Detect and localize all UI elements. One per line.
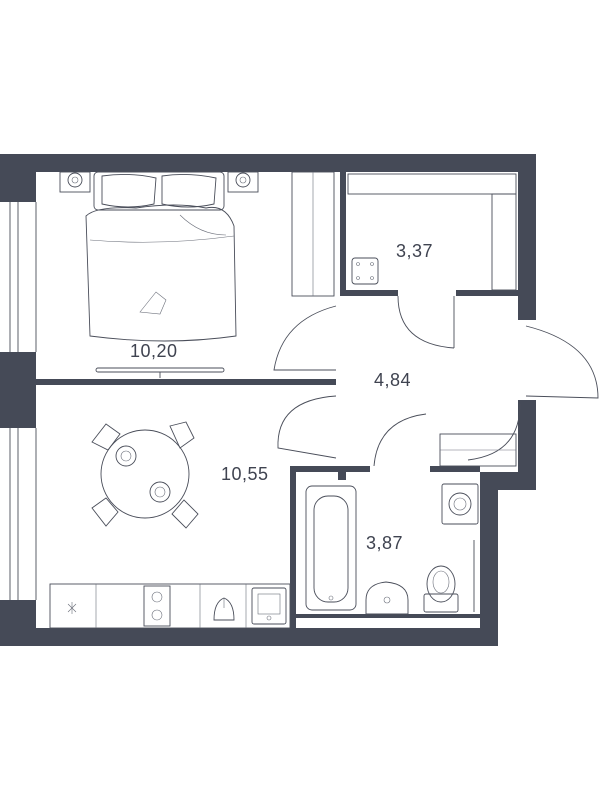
room-area-bathroom: 3,87: [366, 533, 404, 553]
bedroom: [59, 171, 335, 378]
kitchen-living: [49, 421, 291, 629]
tv-icon: [95, 367, 225, 378]
wardrobe-room: [347, 173, 517, 291]
room-area-bedroom: 10,20: [130, 341, 178, 361]
sink-icon: [213, 597, 235, 621]
wardrobe-icon: [291, 171, 335, 297]
bathtub-icon: [305, 485, 357, 611]
dining-table-icon: [100, 429, 190, 519]
washing-machine-icon: [441, 483, 479, 525]
window-left-bottom: [0, 428, 37, 600]
walls: [0, 154, 536, 646]
bathroom: [305, 483, 479, 615]
stove-icon: [143, 585, 171, 627]
window-left-top: [0, 202, 37, 352]
wardrobe-icon: [439, 433, 517, 467]
washbasin-icon: [365, 581, 409, 615]
nightstand-icon: [59, 171, 91, 193]
room-area-hallway: 4,84: [374, 370, 412, 390]
room-area-kitchen-living: 10,55: [221, 464, 269, 484]
door-swing-icon: [273, 295, 599, 467]
washing-machine-icon: [251, 587, 287, 625]
kitchen-counter-icon: [49, 583, 291, 629]
nightstand-icon: [227, 171, 259, 193]
sparkle-icon: [67, 602, 77, 614]
room-area-wardrobe: 3,37: [396, 241, 434, 261]
toilet-icon: [423, 565, 459, 613]
chair-icon: [91, 421, 199, 529]
washbasin-icon: [351, 257, 379, 285]
bed-icon: [85, 171, 237, 342]
